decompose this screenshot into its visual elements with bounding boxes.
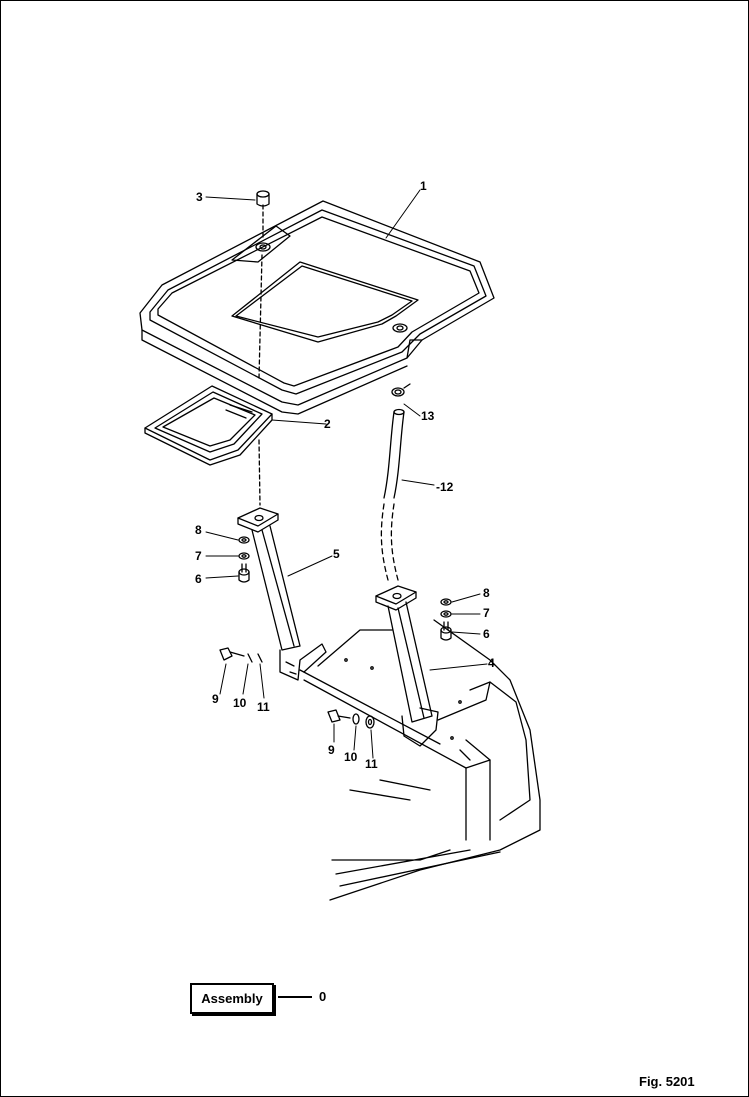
bolt-6-left (238, 563, 250, 583)
part-label-11-right: 11 (365, 757, 378, 771)
part-label-9-right: 9 (328, 743, 335, 757)
bolt-9-left (219, 647, 245, 661)
part-label-9-left: 9 (212, 692, 219, 706)
washer-10-left (247, 653, 253, 663)
stay-left (237, 507, 327, 681)
assembly-leader-line (278, 996, 312, 998)
part-label-13: 13 (421, 409, 435, 423)
part-label-12: -12 (436, 480, 454, 494)
figure-label: Fig. 5201 (639, 1074, 695, 1089)
part-label-5: 5 (333, 547, 340, 561)
part-label-8-left: 8 (195, 523, 202, 537)
cap (256, 190, 270, 207)
washer-8-right (440, 598, 452, 606)
washer-11-left (257, 653, 263, 663)
part-label-1: 1 (420, 179, 427, 193)
part-label-6-right: 6 (483, 627, 490, 641)
bolt-9-right (327, 709, 351, 723)
machine-body (299, 619, 541, 901)
part-label-11-left: 11 (257, 700, 270, 714)
bolt-6-right (440, 621, 452, 641)
part-label-10-left: 10 (233, 696, 247, 710)
stay-right (375, 585, 439, 747)
center-line (258, 204, 264, 506)
washer-7-right (440, 610, 452, 618)
leader-lines (205, 189, 488, 759)
part-label-4: 4 (488, 656, 495, 670)
clamp (391, 383, 411, 397)
assembly-label: Assembly (190, 983, 274, 1014)
washer-11-right (365, 715, 375, 729)
part-label-10-right: 10 (344, 750, 358, 764)
roof-panel (139, 200, 495, 415)
part-number-labels: 3 1 2 13 -12 5 8 7 6 8 7 6 4 9 10 11 9 1… (195, 179, 495, 771)
washer-10-right (352, 713, 360, 725)
washer-7-left (238, 552, 250, 560)
assembly-number: 0 (319, 989, 327, 1004)
hose (380, 408, 405, 581)
part-label-7-right: 7 (483, 606, 490, 620)
console-panel (144, 385, 273, 466)
part-label-7-left: 7 (195, 549, 202, 563)
part-label-2: 2 (324, 417, 331, 431)
part-label-6-left: 6 (195, 572, 202, 586)
part-label-3: 3 (196, 190, 203, 204)
washer-8-left (238, 536, 250, 544)
part-label-8-right: 8 (483, 586, 490, 600)
